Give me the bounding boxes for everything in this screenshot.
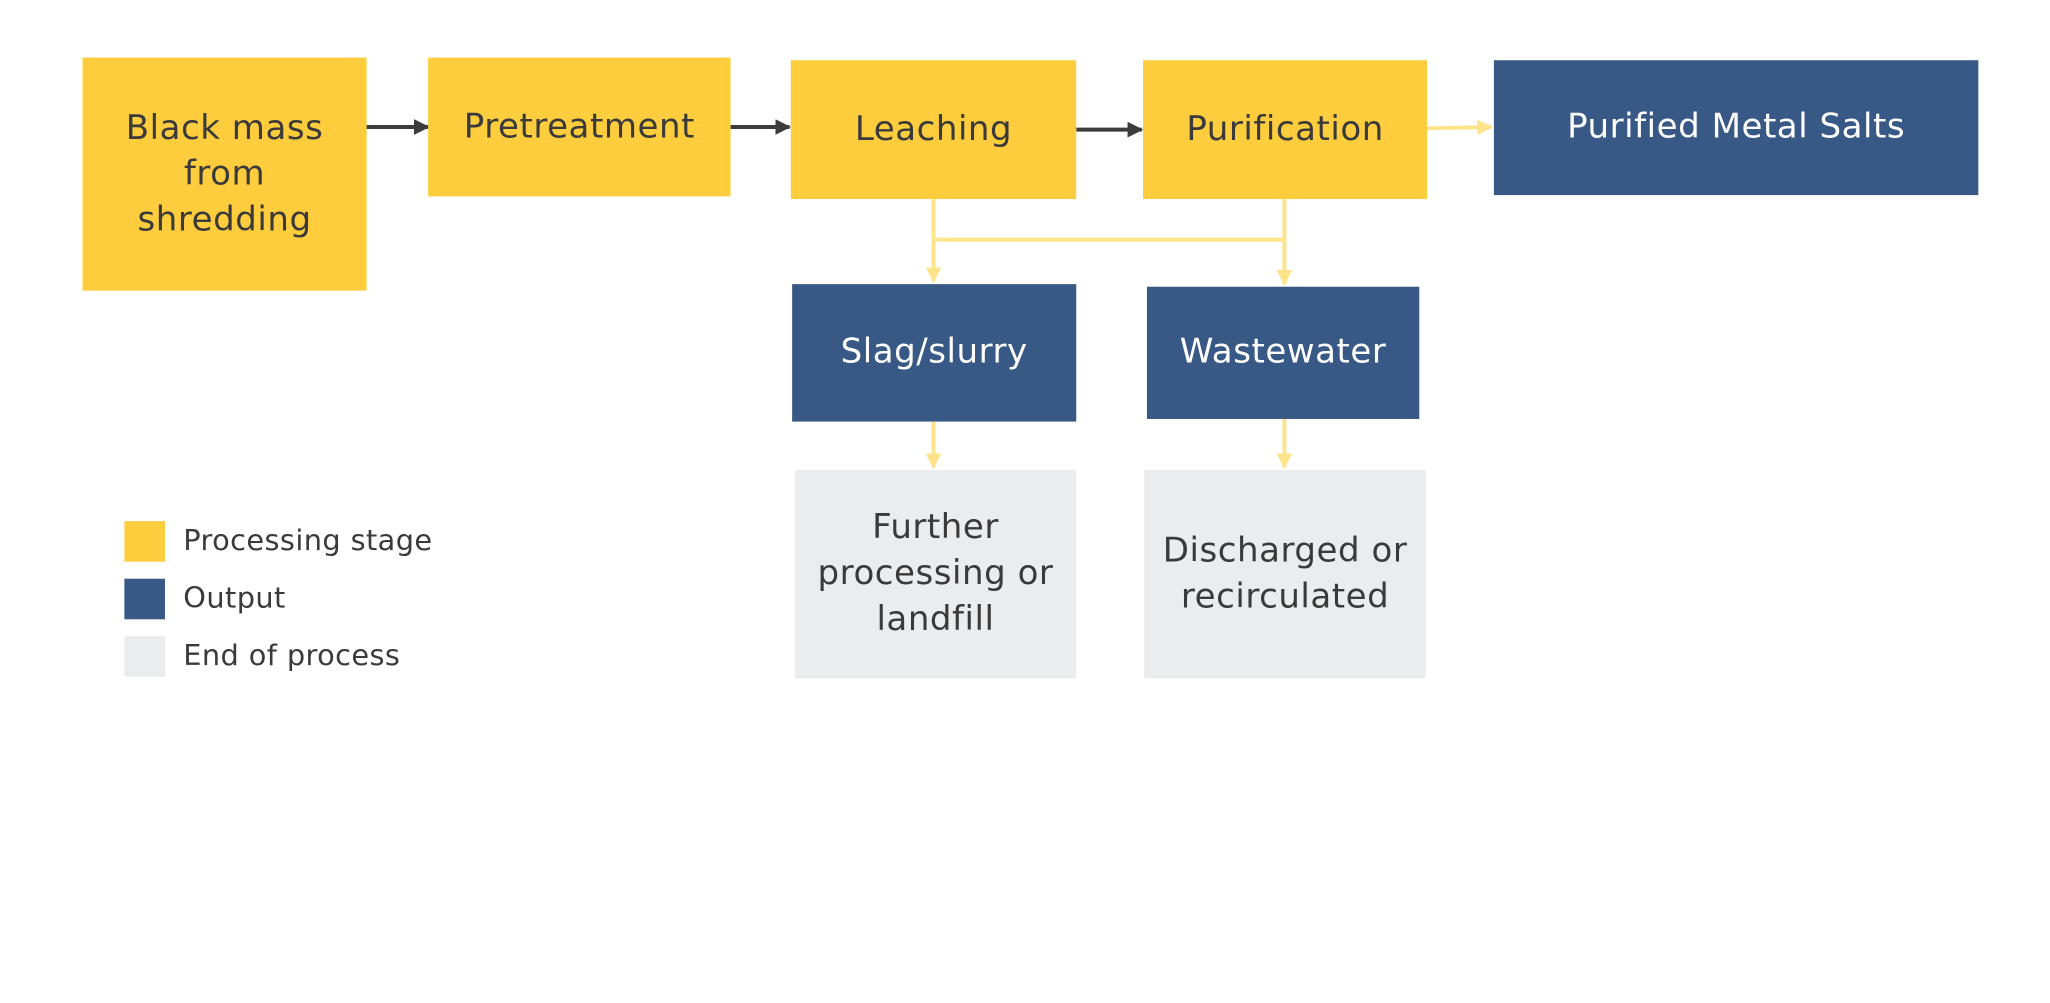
legend-swatch-processing [124, 520, 165, 562]
node-wastewater: Wastewater [1146, 286, 1420, 419]
legend-label-end: End of process [183, 639, 401, 673]
arrow-purification-to-salts [1427, 119, 1493, 136]
node-further-processing: Further processing or landfill [794, 470, 1077, 679]
connector-layer [366, 119, 1493, 469]
legend-swatch-output [124, 578, 165, 619]
legend-label-processing: Processing stage [183, 524, 433, 558]
legend-item-processing: Processing stage [124, 520, 432, 562]
node-slag-slurry: Slag/slurry [792, 284, 1077, 422]
legend-item-end: End of process [124, 635, 400, 677]
legend-label-output: Output [183, 581, 286, 615]
node-discharged-recirculated: Discharged or recirculated [1144, 470, 1426, 679]
legend-swatch-end [124, 635, 165, 677]
node-leaching: Leaching [790, 60, 1077, 200]
node-black-mass: Black mass from shredding [82, 57, 367, 291]
legend-item-output: Output [124, 577, 285, 619]
node-purified-metal-salts: Purified Metal Salts [1493, 60, 1979, 196]
node-purification: Purification [1143, 60, 1428, 200]
branch-connector [931, 199, 1287, 242]
node-pretreatment: Pretreatment [428, 57, 731, 197]
